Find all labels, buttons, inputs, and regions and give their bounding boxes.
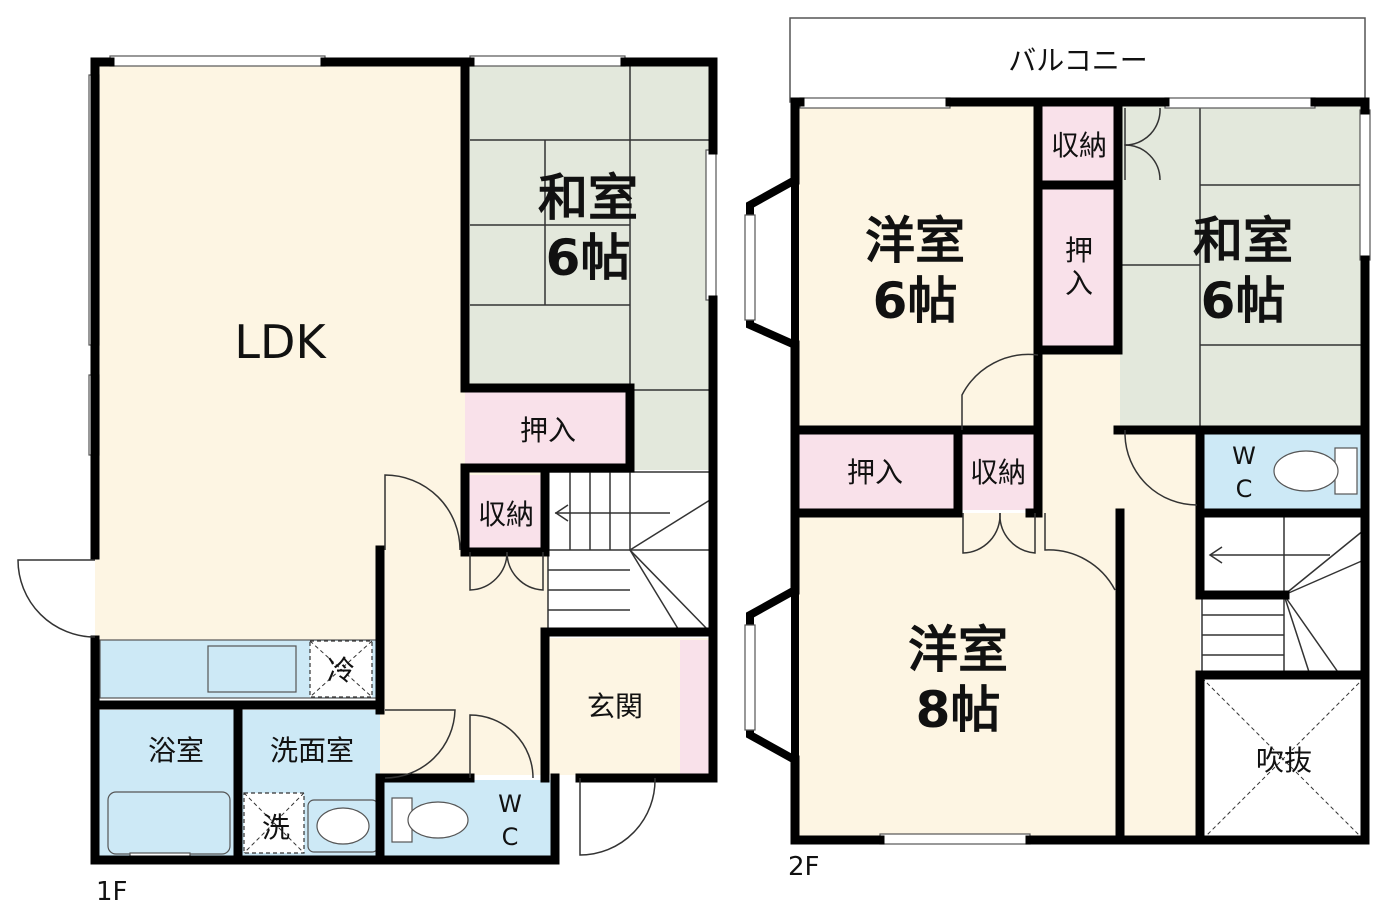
genkan-closet-fill	[680, 640, 710, 775]
bathtub	[107, 791, 231, 855]
shuno-1f-fill	[465, 475, 545, 550]
tatami-lines-2f	[1120, 105, 1365, 430]
room-label-oshi-v2: 入	[1065, 267, 1093, 300]
room-label-ldk: LDK	[234, 315, 327, 369]
floor-2: バルコニー 洋室 6帖 和室 6帖 収納 押 入 押入 収納 洋室 8帖 W C…	[744, 17, 1371, 882]
wc-label-c-1f: C	[502, 823, 519, 851]
doors-1f	[17, 474, 656, 856]
shuno-mid-fill	[958, 432, 1038, 510]
room-label-senmenshitsu: 洗面室	[270, 734, 354, 767]
room-size-washitsu-1f: 6帖	[546, 229, 631, 287]
room-size-yoshitsu-8: 8帖	[916, 681, 1001, 739]
balcony-label: バルコニー	[1008, 44, 1147, 77]
room-label-shuno-1f: 収納	[478, 498, 534, 531]
room-label-shuno-mid: 収納	[970, 456, 1026, 489]
floor-1: LDK 和室 6帖 押入 収納 玄関 浴室 洗面室 W C 冷 洗 1F	[17, 55, 718, 907]
walls-2f	[790, 97, 1370, 845]
room-label-washitsu-1f: 和室	[538, 169, 638, 227]
sink	[207, 645, 297, 693]
balcony	[789, 17, 1366, 103]
shuno-top-fill	[1040, 105, 1118, 183]
room-label-washitsu-2f: 和室	[1193, 212, 1293, 270]
stairs-1f	[547, 471, 711, 633]
floor-label-1f: 1F	[96, 877, 128, 907]
oshiire-2f-fill	[797, 432, 954, 510]
washer-label: 洗	[262, 811, 290, 844]
oshi-v-fill	[1040, 188, 1118, 346]
wc-label-w-1f: W	[498, 790, 522, 818]
washitsu-2f-floor	[1120, 105, 1365, 430]
room-label-yoshitsu-8: 洋室	[908, 621, 1008, 679]
room-label-yokushitsu: 浴室	[148, 734, 204, 767]
room-label-oshiire-2f: 押入	[847, 456, 903, 489]
room-label-yoshitsu-6: 洋室	[865, 212, 965, 270]
oshiire-1f-fill	[465, 388, 630, 468]
room-label-oshi-v1: 押	[1065, 234, 1093, 267]
room-label-shuno-top: 収納	[1051, 129, 1107, 162]
bay-windows-2f	[744, 173, 799, 767]
wc-label-w-2f: W	[1232, 442, 1256, 470]
yoshitsu-8-floor	[795, 513, 1120, 840]
walls-1f	[90, 57, 718, 865]
wc-label-c-2f: C	[1236, 475, 1253, 503]
room-size-washitsu-2f: 6帖	[1201, 272, 1286, 330]
room-label-fukinuke: 吹抜	[1256, 744, 1312, 777]
fridge-box	[309, 640, 373, 698]
doors-2f	[961, 107, 1198, 591]
fridge-label: 冷	[327, 654, 355, 687]
room-label-genkan: 玄関	[587, 690, 643, 723]
room-size-yoshitsu-6: 6帖	[873, 272, 958, 330]
yoshitsu-6-floor	[795, 105, 1038, 430]
floor-label-2f: 2F	[788, 852, 820, 882]
room-label-oshiire-1f: 押入	[520, 414, 576, 447]
